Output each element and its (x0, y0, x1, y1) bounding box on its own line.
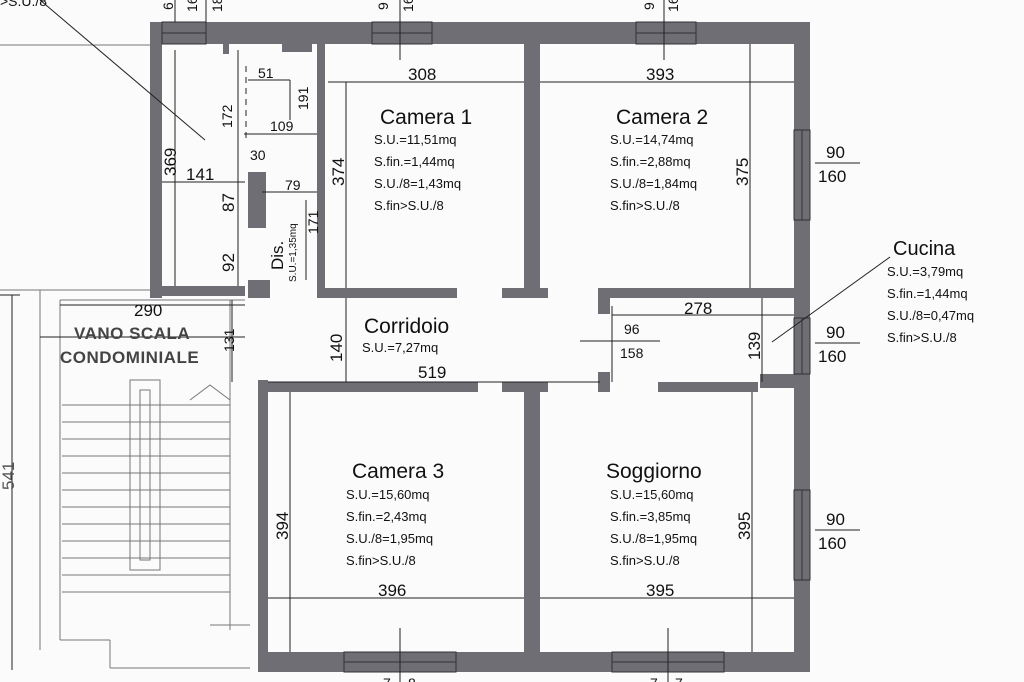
dim-51: 51 (258, 65, 274, 81)
stair-treads (62, 404, 230, 593)
window-soggiorno-height: 160 (818, 534, 846, 553)
room-soggiorno-compare: S.fin>S.U./8 (610, 553, 680, 568)
room-soggiorno: Soggiorno S.U.=15,60mq S.fin.=3,85mq S.U… (606, 460, 702, 568)
room-dis: Dis. S.U.=1,35mq (268, 223, 299, 282)
bottom-dim-8: 8 (408, 675, 416, 682)
window-soggiorno-width: 90 (826, 510, 845, 529)
vano-scala-line1: VANO SCALA (74, 324, 190, 343)
dim-519: 519 (418, 363, 446, 382)
bottom-dimension-labels: 7 8 7 7 (383, 675, 683, 682)
dim-369: 369 (161, 148, 180, 176)
room-corridoio-su: S.U.=7,27mq (362, 340, 438, 355)
corner-label-text: >S.U./8 (0, 0, 47, 9)
dim-87: 87 (219, 193, 238, 212)
room-corridoio-name: Corridoio (364, 315, 449, 338)
dim-374: 374 (329, 158, 348, 186)
room-camera-1-sfin: S.fin.=1,44mq (374, 154, 455, 169)
dim-541: 541 (0, 462, 18, 490)
room-camera-1-su: S.U.=11,51mq (374, 132, 457, 147)
top-dim-18: 18 (209, 0, 225, 12)
walls (150, 22, 810, 672)
dim-172: 172 (219, 104, 235, 128)
dim-96: 96 (624, 321, 640, 337)
room-soggiorno-su: S.U.=15,60mq (610, 487, 693, 502)
dim-92: 92 (219, 253, 238, 272)
room-cucina-su: S.U.=3,79mq (887, 264, 963, 279)
window-cucina-height: 160 (818, 347, 846, 366)
room-camera-1: Camera 1 S.U.=11,51mq S.fin.=1,44mq S.U.… (374, 106, 472, 213)
dim-395-vertical: 395 (735, 512, 754, 540)
dim-140: 140 (327, 334, 346, 362)
room-camera-2: Camera 2 S.U.=14,74mq S.fin.=2,88mq S.U.… (610, 106, 708, 213)
room-corridoio: Corridoio S.U.=7,27mq (362, 315, 449, 355)
dim-191: 191 (295, 86, 311, 110)
vano-scala: VANO SCALA CONDOMINIALE (60, 324, 199, 367)
room-cucina-sfin: S.fin.=1,44mq (887, 286, 968, 301)
dim-158: 158 (620, 345, 644, 361)
top-dim-16c: 16 (665, 0, 681, 12)
room-camera-3-su8: S.U./8=1,95mq (346, 531, 433, 546)
dimension-labels: 308 393 374 375 369 141 172 51 191 109 3… (0, 65, 764, 600)
room-soggiorno-su8: S.U./8=1,95mq (610, 531, 697, 546)
dimension-lines (39, 0, 891, 682)
room-cucina-name: Cucina (893, 238, 956, 260)
room-cucina-su8: S.U./8=0,47mq (887, 308, 974, 323)
room-dis-su: S.U.=1,35mq (288, 223, 299, 282)
window-cucina-width: 90 (826, 323, 845, 342)
room-camera-3-compare: S.fin>S.U./8 (346, 553, 416, 568)
room-soggiorno-name: Soggiorno (606, 460, 702, 483)
room-camera-2-compare: S.fin>S.U./8 (610, 198, 680, 213)
dim-308: 308 (408, 65, 436, 84)
dim-394: 394 (273, 512, 292, 540)
top-dim-16a: 16 (184, 0, 200, 12)
top-dim-9b: 9 (641, 2, 657, 10)
dim-171: 171 (305, 210, 321, 234)
stair-well-rail (129, 379, 161, 571)
corner-label: >S.U./8 (0, 0, 47, 9)
dim-375: 375 (733, 158, 752, 186)
room-camera-3-su: S.U.=15,60mq (346, 487, 429, 502)
room-camera-3: Camera 3 S.U.=15,60mq S.fin.=2,43mq S.U.… (346, 460, 444, 568)
room-camera-1-name: Camera 1 (380, 106, 472, 129)
dim-30: 30 (250, 147, 266, 163)
vano-scala-line2: CONDOMINIALE (60, 348, 199, 367)
stair-inner-rail (139, 389, 151, 561)
top-dimension-labels: 6 16 18 9 16 9 16 (160, 0, 681, 12)
room-camera-2-name: Camera 2 (616, 106, 708, 129)
dim-278: 278 (684, 299, 712, 318)
room-camera-1-su8: S.U./8=1,43mq (374, 176, 461, 191)
dim-396: 396 (378, 581, 406, 600)
top-dim-16b: 16 (400, 0, 416, 12)
room-camera-1-compare: S.fin>S.U./8 (374, 198, 444, 213)
stairwell (0, 44, 250, 670)
bottom-dim-7a: 7 (383, 675, 391, 682)
dim-141: 141 (186, 165, 214, 184)
dim-79: 79 (285, 177, 301, 193)
room-camera-3-name: Camera 3 (352, 460, 444, 483)
room-soggiorno-sfin: S.fin.=3,85mq (610, 509, 691, 524)
dim-395-horizontal: 395 (646, 581, 674, 600)
room-cucina: Cucina S.U.=3,79mq S.fin.=1,44mq S.U./8=… (887, 238, 974, 345)
room-cucina-compare: S.fin>S.U./8 (887, 330, 957, 345)
bottom-dim-7b: 7 (650, 675, 658, 682)
room-camera-2-sfin: S.fin.=2,88mq (610, 154, 691, 169)
window-camera-2-width: 90 (826, 143, 845, 162)
window-labels: 90 160 90 160 90 160 (818, 143, 846, 553)
room-camera-3-sfin: S.fin.=2,43mq (346, 509, 427, 524)
room-dis-name: Dis. (268, 241, 287, 270)
window-camera-2-height: 160 (818, 167, 846, 186)
dim-393: 393 (646, 65, 674, 84)
room-camera-2-su8: S.U./8=1,84mq (610, 176, 697, 191)
dim-109: 109 (270, 118, 294, 134)
room-camera-2-su: S.U.=14,74mq (610, 132, 693, 147)
bottom-dim-7c: 7 (675, 675, 683, 682)
dim-139: 139 (745, 332, 764, 360)
top-dim-6: 6 (160, 2, 176, 10)
dim-290: 290 (134, 301, 162, 320)
top-dim-9a: 9 (375, 2, 391, 10)
dim-131: 131 (221, 328, 237, 352)
